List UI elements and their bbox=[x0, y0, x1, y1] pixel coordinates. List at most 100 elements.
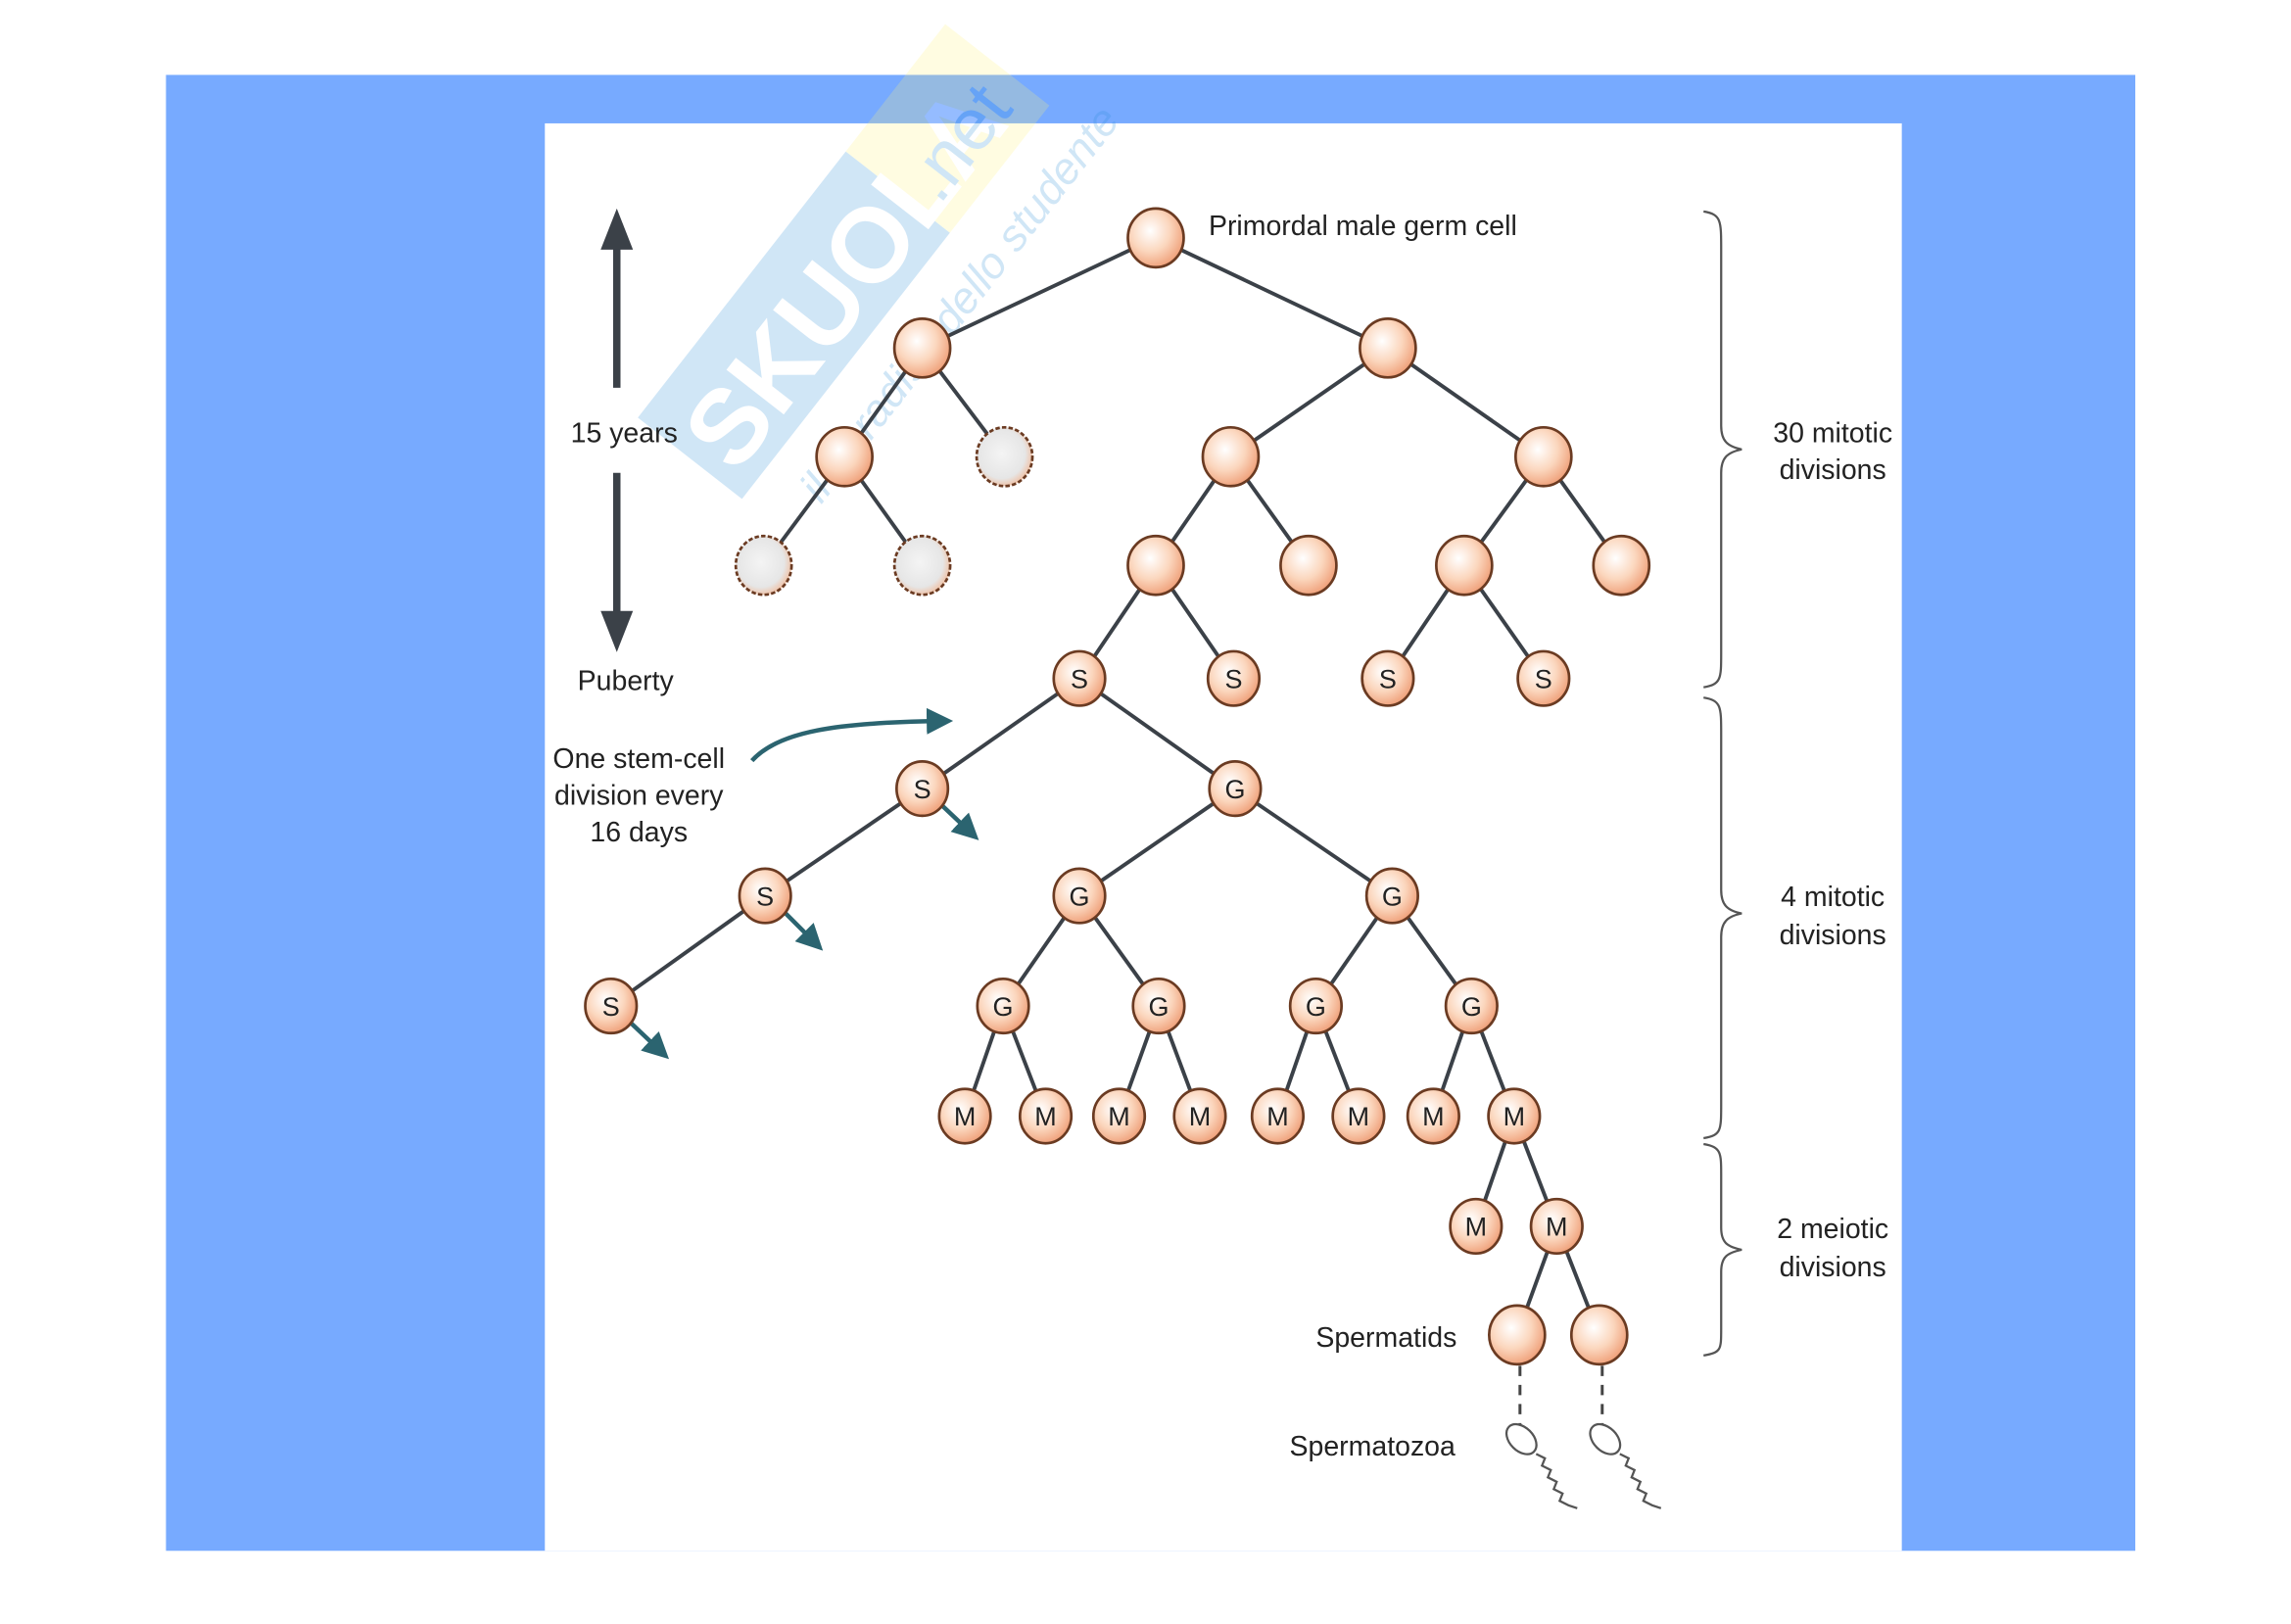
stem-note-line: One stem-cell bbox=[552, 743, 725, 775]
cell-circle bbox=[1279, 534, 1338, 597]
spermatogonial-stem-cell: S bbox=[584, 977, 639, 1035]
cell-label: M bbox=[1108, 1102, 1129, 1131]
spermatogonial-stem-cell: S bbox=[895, 760, 950, 818]
cell-circle bbox=[584, 977, 639, 1035]
cell-circle bbox=[975, 425, 1034, 488]
cell-label: G bbox=[1070, 882, 1090, 911]
cell-circle bbox=[1513, 425, 1573, 488]
germ-cell bbox=[1487, 1304, 1547, 1366]
cell-label: S bbox=[1224, 664, 1242, 693]
germ-cell bbox=[892, 317, 952, 379]
lineage-edge bbox=[1233, 787, 1394, 898]
cell-label: G bbox=[1224, 775, 1245, 804]
cell-circle bbox=[1091, 1087, 1147, 1145]
meiotic-cell: M bbox=[1091, 1087, 1147, 1145]
lineage-edge bbox=[1155, 236, 1389, 351]
renewal-arrow bbox=[941, 804, 979, 840]
meiotic-cell: M bbox=[1172, 1087, 1227, 1145]
lineage-edge bbox=[921, 236, 1157, 351]
lineage-edge bbox=[609, 893, 767, 1008]
cell-circle bbox=[892, 534, 952, 597]
spermatogonial-stem-cell: S bbox=[1052, 649, 1107, 707]
cell-circle bbox=[1406, 1087, 1460, 1145]
cell-label: M bbox=[954, 1102, 976, 1131]
curved-arrow bbox=[750, 707, 954, 763]
spermatogonial-stem-cell: S bbox=[1206, 649, 1262, 707]
cell-circle bbox=[937, 1087, 992, 1145]
cell-label: G bbox=[1382, 882, 1403, 911]
germ-cell bbox=[1126, 207, 1185, 269]
gonial-cell: G bbox=[1288, 977, 1344, 1035]
germ-cell bbox=[1359, 317, 1417, 379]
cell-circle bbox=[1250, 1087, 1306, 1145]
gonial-cell: G bbox=[1208, 760, 1263, 818]
sperm-head bbox=[1504, 1422, 1538, 1456]
cell-circle bbox=[976, 977, 1030, 1035]
spermatogonial-stem-cell: S bbox=[1516, 649, 1571, 707]
germ-cell bbox=[1513, 425, 1573, 488]
sperm-tail bbox=[1535, 1453, 1578, 1509]
braces bbox=[1703, 210, 1742, 1357]
degenerate-cell bbox=[892, 534, 952, 597]
germ-cell bbox=[1569, 1304, 1629, 1366]
cell-label: G bbox=[1306, 992, 1326, 1022]
cell-label: M bbox=[1503, 1102, 1525, 1131]
degenerate-cell bbox=[975, 425, 1034, 488]
root-label: Primordal male germ cell bbox=[1209, 211, 1517, 242]
cell-circle bbox=[1529, 1197, 1584, 1256]
cell-circle bbox=[1449, 1197, 1503, 1256]
cell-circle bbox=[1569, 1304, 1629, 1366]
germ-cell bbox=[815, 425, 874, 488]
cell-circle bbox=[1052, 867, 1107, 925]
lineage-edge bbox=[1229, 346, 1389, 458]
lineage-edge bbox=[764, 787, 924, 898]
cell-label: M bbox=[1348, 1102, 1369, 1131]
germ-cell bbox=[1279, 534, 1338, 597]
gonial-cell: G bbox=[1444, 977, 1499, 1035]
lineage-edge bbox=[1077, 787, 1237, 898]
stem-note-line: division every bbox=[554, 781, 724, 812]
gonial-cell: G bbox=[976, 977, 1030, 1035]
gonial-cell: G bbox=[1364, 867, 1419, 925]
germ-cell bbox=[1592, 534, 1651, 597]
meiotic-cell: M bbox=[1250, 1087, 1306, 1145]
cell-circle bbox=[815, 425, 874, 488]
meiotic-cell: M bbox=[937, 1087, 992, 1145]
cell-label: M bbox=[1034, 1102, 1056, 1131]
cell-label: S bbox=[1379, 664, 1397, 693]
lineage-edge bbox=[921, 677, 1081, 790]
brace2-label: 4 mitotic bbox=[1781, 882, 1885, 913]
spermatids-label: Spermatids bbox=[1315, 1322, 1456, 1354]
brace-4-mitotic bbox=[1703, 696, 1742, 1140]
germ-cell bbox=[1126, 534, 1185, 597]
germ-cell bbox=[1435, 534, 1494, 597]
cell-circle bbox=[1359, 317, 1417, 379]
cell-label: G bbox=[1149, 992, 1169, 1022]
brace2-label: divisions bbox=[1780, 920, 1886, 951]
spermatozoa-label: Spermatozoa bbox=[1290, 1431, 1456, 1462]
cell-circle bbox=[738, 867, 792, 925]
sperm-head bbox=[1589, 1422, 1622, 1456]
cell-label: M bbox=[1465, 1213, 1487, 1242]
germ-cell bbox=[1201, 425, 1261, 488]
meiotic-cell: M bbox=[1449, 1197, 1503, 1256]
stem-cell-arrows bbox=[630, 707, 979, 1060]
cell-circle bbox=[1052, 649, 1107, 707]
cell-circle bbox=[1201, 425, 1261, 488]
gonial-cell: G bbox=[1052, 867, 1107, 925]
meiotic-cell: M bbox=[1529, 1197, 1584, 1256]
brace1-label: 30 mitotic bbox=[1773, 417, 1892, 449]
cell-label: S bbox=[1071, 664, 1088, 693]
sperm-tail bbox=[1619, 1453, 1662, 1509]
meiotic-cell: M bbox=[1018, 1087, 1074, 1145]
white-panel bbox=[545, 122, 1902, 1552]
cell-label: G bbox=[993, 992, 1014, 1022]
cell-circle bbox=[1516, 649, 1571, 707]
cell-circle bbox=[1126, 207, 1185, 269]
cell-circle bbox=[1360, 649, 1415, 707]
cell-label: M bbox=[1546, 1213, 1567, 1242]
brace3-label: 2 meiotic bbox=[1777, 1214, 1888, 1245]
cell-circle bbox=[1208, 760, 1263, 818]
